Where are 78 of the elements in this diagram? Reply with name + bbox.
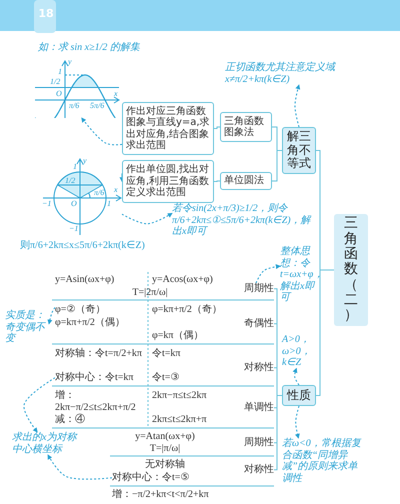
annotation-text: 若ω<0，常根据复合函数“同增异减”的原则来求单调性 xyxy=(282,438,362,484)
axis-label: 1 xyxy=(107,199,112,208)
dashed-arrow xyxy=(292,368,300,386)
title-box xyxy=(334,214,368,326)
dashed-arrow xyxy=(294,406,300,439)
dashed-arrow xyxy=(48,454,112,480)
connector-line xyxy=(214,126,220,129)
example-text: 如：求 sin x≥1/2 的解集 xyxy=(38,42,141,54)
formula-text: 增：2kπ−π/2≤t≤2kπ+π/2 xyxy=(55,390,137,413)
formula-text: φ=②（奇） xyxy=(55,304,106,316)
dashed-arrow xyxy=(81,117,122,146)
dashed-arrow xyxy=(256,264,281,284)
annotation-text: A>0，ω>0，k∈Z xyxy=(282,334,312,368)
connector-line xyxy=(274,395,282,470)
axis-label: π/6 xyxy=(94,188,106,198)
formula-text: y=Asin(ωx+φ) xyxy=(55,274,116,286)
dashed-arrow xyxy=(294,84,300,128)
property-text: 对称性 xyxy=(244,464,274,476)
axis-label: O xyxy=(71,199,78,208)
topic-box xyxy=(282,385,316,406)
axis-label: y xyxy=(83,156,88,166)
axis-label: 5π/6 xyxy=(90,101,106,110)
annotation-text: 实质是：奇变偶不变 xyxy=(5,310,47,344)
formula-text: 令t=kπ xyxy=(152,348,182,360)
property-text: 单调性 xyxy=(244,402,274,414)
method-box xyxy=(220,172,272,190)
formula-text: y=Acos(ωx+φ) xyxy=(152,274,214,286)
method-box xyxy=(220,112,272,142)
annotation-text: 若令sin(2x+π/3)≥1/2，则令π/6+2kπ≤①≤5π/6+2kπ(k∈Z)，解出x即可 xyxy=(172,203,312,238)
formula-text: 对称中心：令t=kπ xyxy=(55,372,134,384)
page-number: 18 xyxy=(37,8,55,21)
axis-label: π/6 xyxy=(69,101,80,110)
axis-label: 1 xyxy=(73,162,78,172)
property-text: 周期性 xyxy=(244,437,274,448)
axis-label: 1 xyxy=(58,67,63,76)
formula-text: φ=kπ+π/2（奇） xyxy=(152,304,223,316)
property-text: 对称性 xyxy=(244,362,274,374)
axis-label: −1 xyxy=(69,224,79,234)
formula-text: y=Atan(ωx+φ) xyxy=(134,431,196,442)
formula-text: φ=kπ+π/2（偶） xyxy=(55,317,126,328)
formula-text: 则π/6+2kπ≤x≤5π/6+2kπ(k∈Z) xyxy=(20,240,146,252)
axis-label: 1/2 xyxy=(50,77,62,86)
connector-line xyxy=(272,150,282,182)
annotation-text: 正切函数尤其注意定义域 xyxy=(225,62,337,74)
axis-label: x xyxy=(114,89,119,98)
formula-text: 2kπ≤t≤2kπ+π xyxy=(152,414,208,426)
connector-line xyxy=(316,270,334,396)
dashed-arrow xyxy=(120,172,124,182)
formula-text: 对称中心：令t=⑤ xyxy=(112,472,190,484)
annotation-text: 整体思想：令t=ωx+φ，解出x即可 xyxy=(280,246,320,304)
formula-text: φ=kπ（偶） xyxy=(152,330,204,342)
formula-text: 对称轴：令t=π/2+kπ xyxy=(55,348,143,360)
method-text: 单位圆法 xyxy=(224,175,265,187)
formula-text: T=|π/ω| xyxy=(148,443,182,454)
title-text: 三角函数（二） xyxy=(344,216,358,324)
dashed-arrow xyxy=(122,212,173,224)
formula-text: 2kπ−π≤t≤2kπ xyxy=(152,390,208,402)
axis-label: O xyxy=(56,89,63,98)
connector-line xyxy=(214,180,220,182)
dashed-arrow xyxy=(47,306,56,325)
annotation-text: x≠π/2+kπ(k∈Z) xyxy=(225,74,291,85)
method-text: 作出对应三角函数图象与直线y=a,求出对应角,结合图象求出范围 xyxy=(126,106,210,152)
method-text: 三角函数图象法 xyxy=(224,116,265,138)
method-text: 作出单位圆,找出对应角,利用三角函数定义求出范围 xyxy=(126,164,210,199)
dashed-arrow xyxy=(24,377,56,433)
formula-text: 减：④ xyxy=(55,414,86,426)
topic-text: 性质 xyxy=(287,388,311,402)
property-text: 周期性 xyxy=(244,283,274,294)
formula-text: 令t=③ xyxy=(152,372,180,384)
topic-text: 解三角不等式 xyxy=(286,130,312,172)
annotation-text: 求出的x为对称中心横坐标 xyxy=(12,432,78,455)
formula-text: 增：−π/2+kπ<t<π/2+kπ xyxy=(112,489,210,500)
axis-label: −1 xyxy=(42,199,52,208)
formula-text: 无对称轴 xyxy=(144,459,186,470)
formula-text: T=|2π/ω| xyxy=(131,287,169,298)
property-text: 奇偶性 xyxy=(244,318,274,330)
axis-label: x xyxy=(114,185,119,194)
axis-label: 1/2 xyxy=(65,176,76,186)
